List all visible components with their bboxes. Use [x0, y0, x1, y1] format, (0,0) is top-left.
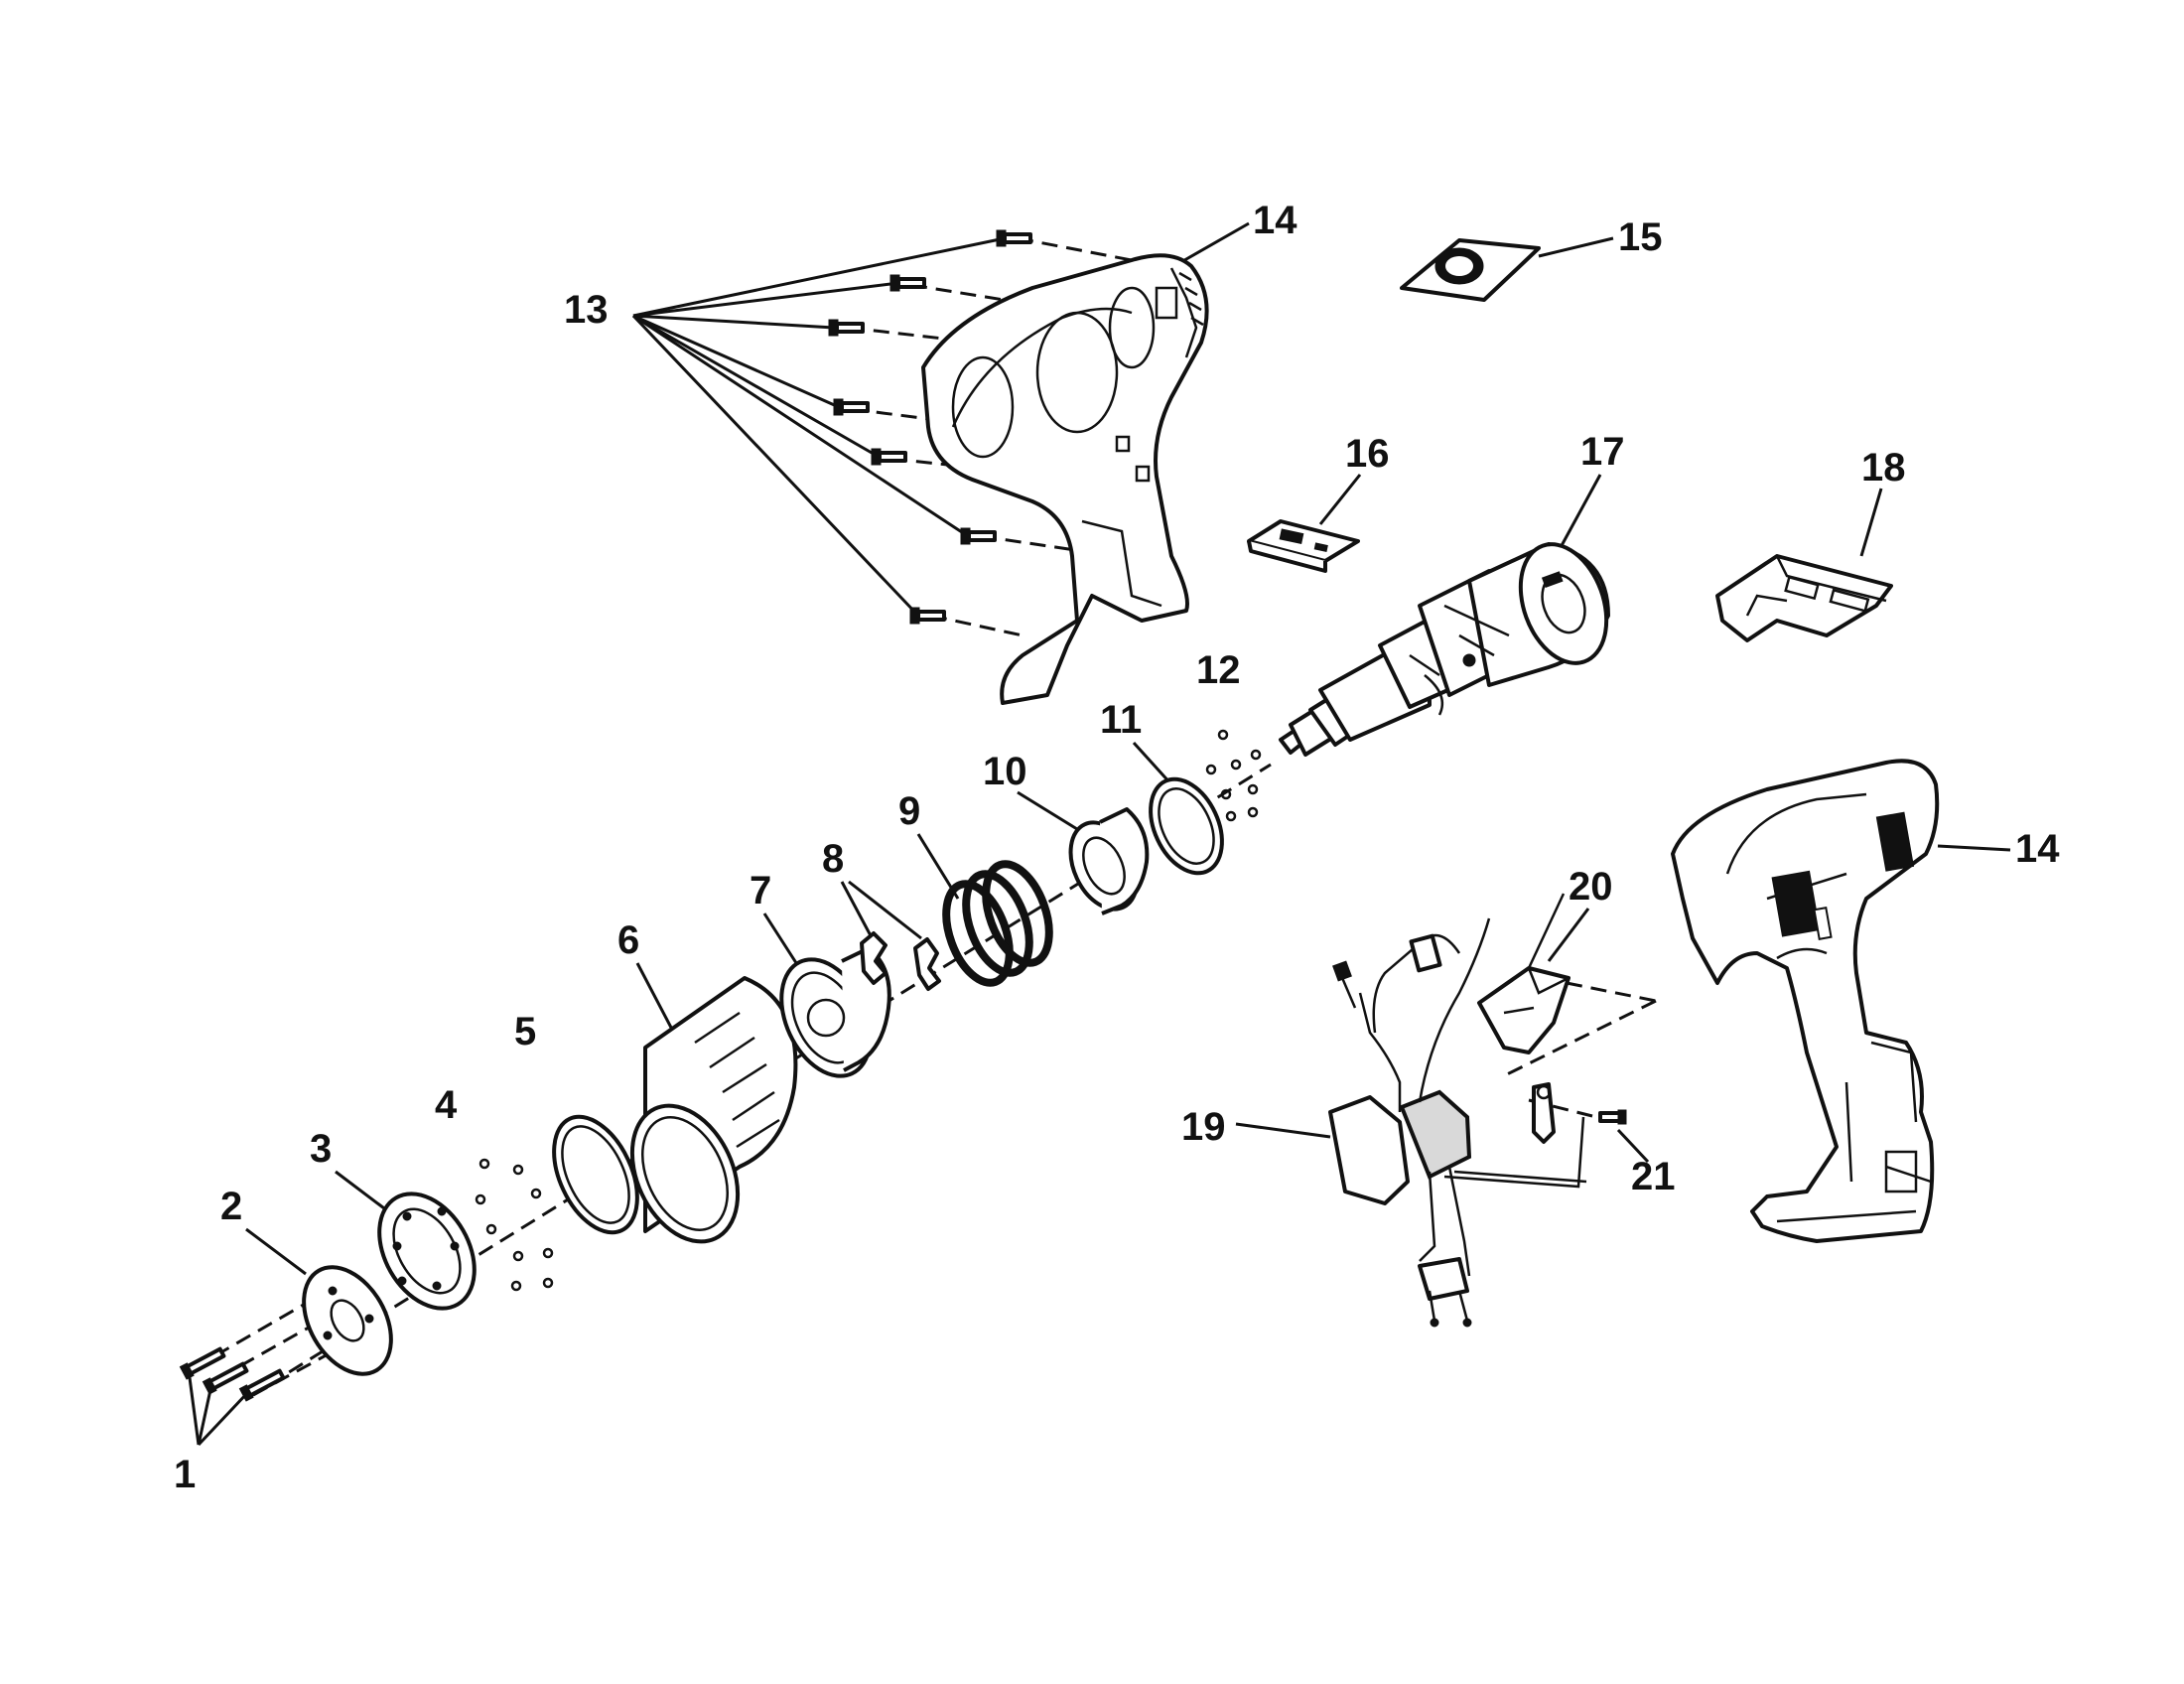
callout-14-left-housing: 14 — [1253, 199, 1297, 242]
part-12-ball-bearings — [1205, 729, 1262, 822]
part-20-terminal-bracket — [1477, 893, 1570, 1054]
part-2-end-plate — [302, 1265, 393, 1376]
part-11-washer — [1149, 776, 1224, 876]
part-3-gear-ring — [377, 1192, 477, 1311]
part-17-motor-assembly — [1279, 542, 1610, 757]
part-1-screws — [179, 1346, 286, 1402]
callout-4: 4 — [435, 1083, 458, 1127]
part-6-clutch-collar — [629, 976, 798, 1244]
callout-9: 9 — [898, 789, 920, 833]
callout-13: 13 — [564, 288, 609, 332]
callout-labels: 1 2 3 4 5 6 7 8 9 10 11 12 13 14 15 16 1… — [174, 199, 2060, 1496]
part-5-ring — [552, 1114, 639, 1235]
callout-14-right-housing: 14 — [2015, 827, 2060, 871]
callout-8: 8 — [822, 837, 844, 881]
callout-15: 15 — [1618, 215, 1663, 259]
part-14-housing-left — [921, 253, 1209, 705]
callout-7: 7 — [750, 869, 771, 912]
part-18-cover — [1715, 554, 1893, 642]
part-14-housing-right — [1671, 759, 1940, 1243]
callout-18: 18 — [1861, 446, 1906, 490]
callout-5: 5 — [514, 1010, 536, 1053]
part-13-housing-screws — [828, 229, 1032, 625]
part-8-clips — [860, 931, 941, 991]
callout-10: 10 — [983, 750, 1027, 793]
callout-6: 6 — [617, 918, 639, 962]
part-19-trigger-switch — [1328, 917, 1587, 1328]
callout-1: 1 — [174, 1453, 196, 1496]
callout-20: 20 — [1569, 865, 1613, 909]
leader-lines — [187, 221, 2011, 1447]
part-21-terminal-screw — [1532, 1082, 1627, 1144]
callout-19: 19 — [1181, 1105, 1226, 1149]
callout-21: 21 — [1631, 1155, 1676, 1198]
part-4-ball-bearings — [475, 1158, 554, 1292]
callout-2: 2 — [220, 1185, 242, 1228]
callout-11: 11 — [1100, 698, 1142, 742]
callout-12: 12 — [1196, 648, 1241, 692]
part-15-badge — [1400, 238, 1541, 302]
callout-17: 17 — [1580, 430, 1625, 474]
part-9-spring — [942, 860, 1053, 987]
part-16-direction-switch — [1247, 519, 1360, 573]
part-10-nut — [1068, 807, 1150, 915]
callout-3: 3 — [310, 1127, 332, 1171]
callout-16: 16 — [1345, 432, 1390, 476]
